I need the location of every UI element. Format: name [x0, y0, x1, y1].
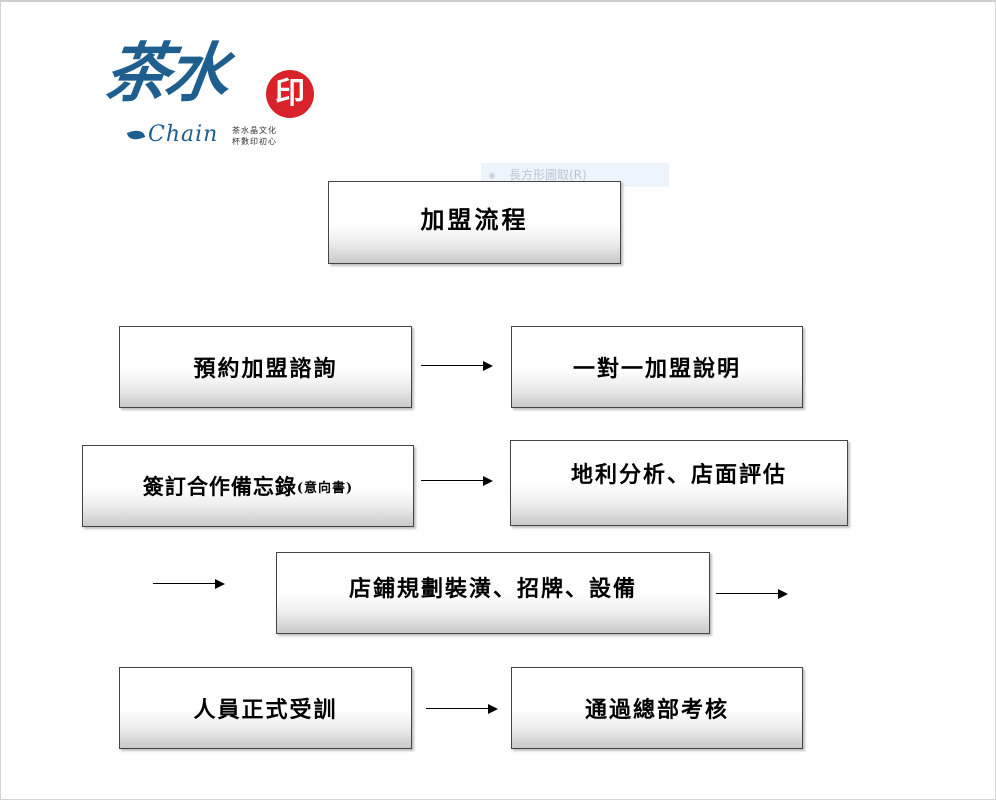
step-consult-label: 預約加盟諮詢	[193, 356, 338, 382]
arrow-consult-to-explain	[421, 360, 493, 372]
logo-seal: 印	[266, 70, 314, 118]
arrow-train-to-review	[426, 703, 498, 715]
step-sign-box: 簽訂合作備忘錄(意向書)	[82, 445, 414, 527]
step-plan-label: 店鋪規劃裝潢、招牌、設備	[348, 576, 637, 602]
step-train-box: 人員正式受訓	[119, 667, 412, 749]
logo-tagline-line2: 杯數印初心	[232, 137, 277, 146]
diagram-title-box: 加盟流程	[328, 181, 621, 264]
step-review-box: 通過總部考核	[511, 667, 803, 749]
step-consult-box: 預約加盟諮詢	[119, 326, 412, 408]
arrow-into-plan	[153, 578, 225, 590]
logo-tagline: 茶水晶文化 杯數印初心	[232, 125, 277, 147]
step-explain-label: 一對一加盟說明	[572, 356, 741, 382]
step-sign-label: 簽訂合作備忘錄	[142, 474, 297, 499]
step-explain-box: 一對一加盟說明	[511, 326, 803, 408]
step-review-label: 通過總部考核	[584, 697, 729, 723]
bullet-icon	[489, 172, 495, 179]
step-assess-box: 地利分析、店面評估	[510, 440, 848, 526]
logo-tagline-line1: 茶水晶文化	[232, 126, 277, 135]
logo-characters: 茶水	[99, 36, 231, 111]
ghost-tooltip-label: 長方形圖取(R)	[509, 168, 587, 182]
arrow-sign-to-assess	[421, 475, 493, 487]
arrow-out-of-plan	[716, 588, 788, 600]
step-plan-box: 店鋪規劃裝潢、招牌、設備	[276, 552, 710, 634]
brand-logo: 茶水 印 Chain 茶水晶文化 杯數印初心	[100, 18, 330, 158]
leaf-icon	[126, 127, 146, 143]
step-sign-note: (意向書)	[296, 480, 354, 496]
step-train-label: 人員正式受訓	[193, 697, 338, 723]
step-assess-label: 地利分析、店面評估	[570, 462, 787, 488]
diagram-title: 加盟流程	[420, 205, 529, 234]
logo-wordmark: Chain	[148, 122, 219, 147]
